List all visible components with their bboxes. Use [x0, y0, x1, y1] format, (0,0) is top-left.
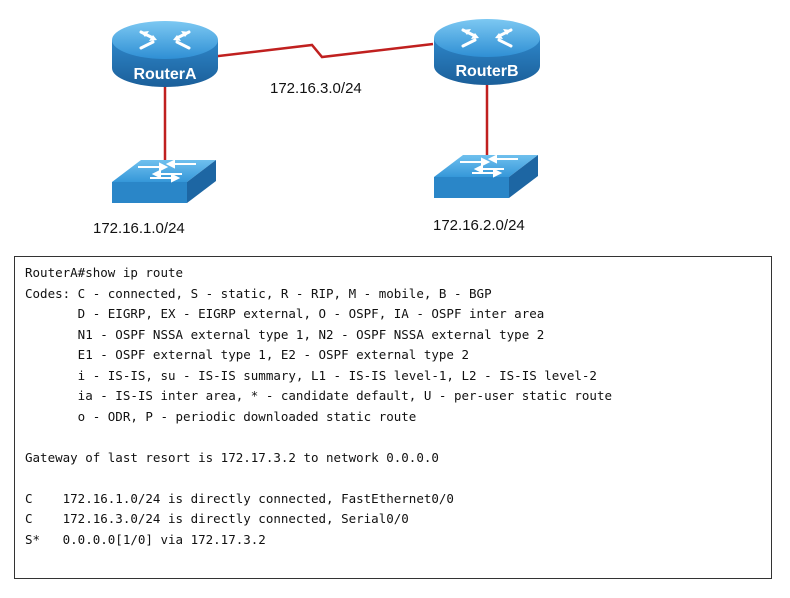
- terminal-line: Gateway of last resort is 172.17.3.2 to …: [25, 449, 439, 465]
- router-a-label: RouterA: [133, 66, 197, 83]
- router-b-icon[interactable]: RouterB: [434, 19, 540, 85]
- switch-a-icon[interactable]: [112, 159, 216, 203]
- terminal-line: E1 - OSPF external type 1, E2 - OSPF ext…: [25, 347, 470, 362]
- terminal-line: [25, 468, 771, 489]
- terminal-line: RouterA#show ip route: [25, 265, 184, 280]
- switch-b-icon[interactable]: [434, 154, 538, 198]
- terminal-line: C 172.16.1.0/24 is directly connected, F…: [25, 490, 454, 506]
- terminal-line: D - EIGRP, EX - EIGRP external, O - OSPF…: [25, 306, 545, 321]
- terminal-line: C 172.16.3.0/24 is directly connected, S…: [25, 511, 409, 526]
- router-b-label: RouterB: [455, 63, 518, 80]
- terminal-line: S* 0.0.0.0[1/0] via 172.17.3.2: [25, 531, 266, 547]
- network-topology: RouterA RouterB: [112, 19, 540, 203]
- terminal-line: i - IS-IS, su - IS-IS summary, L1 - IS-I…: [25, 367, 597, 383]
- serial-link: [209, 42, 434, 59]
- terminal-line: Codes: C - connected, S - static, R - RI…: [25, 285, 492, 301]
- lan-a-network-label: 172.16.1.0/24: [93, 220, 185, 237]
- router-a-icon[interactable]: RouterA: [112, 21, 218, 87]
- terminal-line: o - ODR, P - periodic downloaded static …: [25, 408, 417, 424]
- terminal-line: ia - IS-IS inter area, * - candidate def…: [25, 388, 612, 403]
- serial-network-label: 172.16.3.0/24: [270, 80, 362, 97]
- terminal-line: N1 - OSPF NSSA external type 1, N2 - OSP…: [25, 326, 545, 342]
- terminal-line: [25, 427, 771, 448]
- lan-b-network-label: 172.16.2.0/24: [433, 217, 525, 234]
